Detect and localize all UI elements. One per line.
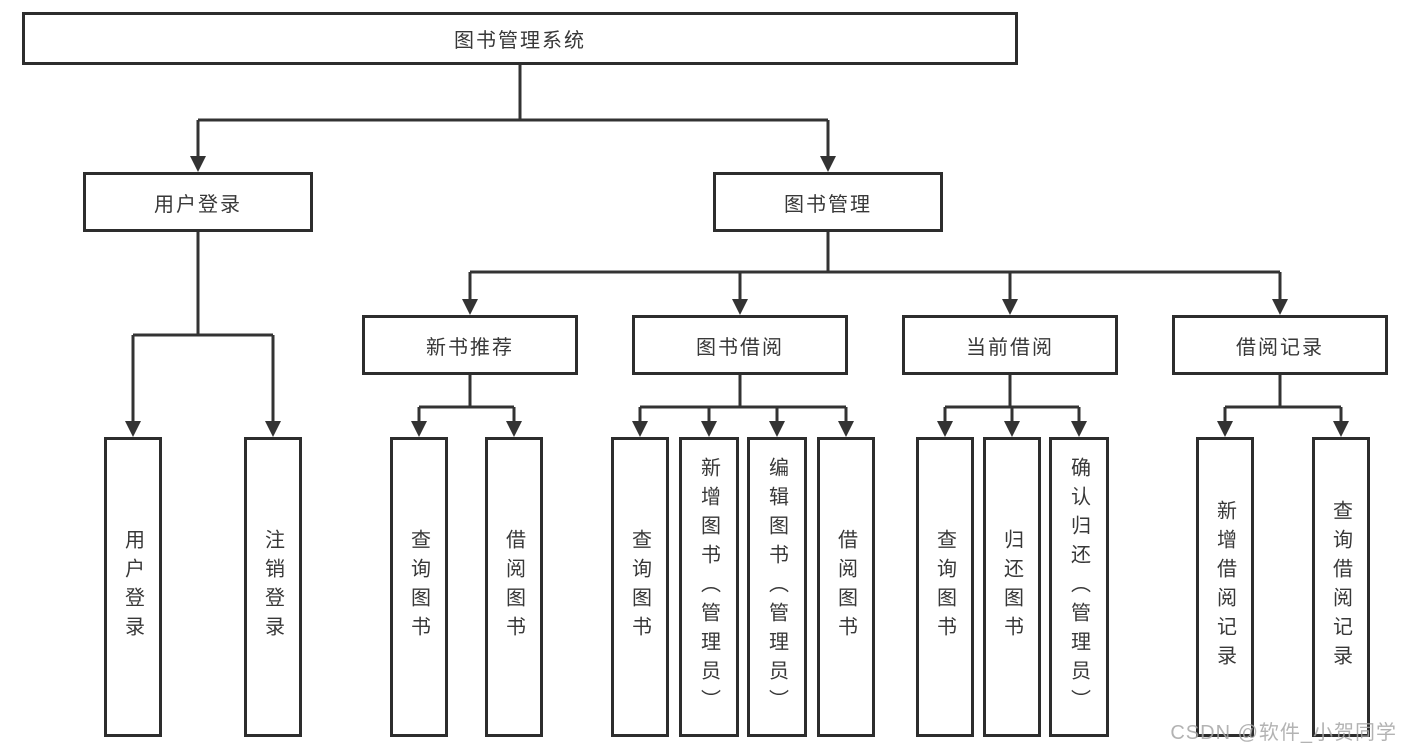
leaf-label: 借阅图书: [834, 529, 857, 645]
leaf-label: 新增图书（管理员）: [697, 456, 720, 718]
arrowhead: [1004, 421, 1020, 437]
arrowhead: [937, 421, 953, 437]
leaf-label: 编辑图书（管理员）: [765, 456, 788, 718]
arrowhead: [769, 421, 785, 437]
leaf-label: 查询借阅记录: [1329, 500, 1352, 674]
node-label: 用户登录: [154, 193, 242, 216]
arrowhead: [838, 421, 854, 437]
arrowhead: [190, 156, 206, 172]
leaf-label: 查询图书: [407, 529, 430, 645]
leaf-borrow-books-recommendation: 借阅图书: [485, 437, 543, 737]
arrowhead: [1333, 421, 1349, 437]
node-label: 图书管理: [784, 193, 872, 216]
leaf-query-books-current: 查询图书: [916, 437, 974, 737]
leaf-edit-books-admin: 编辑图书（管理员）: [747, 437, 807, 737]
arrowhead: [462, 299, 478, 315]
arrowhead: [506, 421, 522, 437]
arrowhead: [1217, 421, 1233, 437]
arrowhead: [265, 421, 281, 437]
node-label: 图书管理系统: [454, 30, 586, 52]
arrowhead: [1002, 299, 1018, 315]
node-user-login: 用户登录: [83, 172, 313, 232]
arrowhead: [411, 421, 427, 437]
watermark: CSDN @软件_小贺同学: [1170, 722, 1397, 744]
leaf-borrow-books: 借阅图书: [817, 437, 875, 737]
node-label: 图书借阅: [696, 336, 784, 359]
arrowhead: [1272, 299, 1288, 315]
leaf-query-books-borrowing: 查询图书: [611, 437, 669, 737]
node-book-management: 图书管理: [713, 172, 943, 232]
leaf-label: 借阅图书: [502, 529, 525, 645]
node-label: 当前借阅: [966, 336, 1054, 359]
leaf-return-books: 归还图书: [983, 437, 1041, 737]
leaf-label: 确认归还（管理员）: [1067, 456, 1090, 718]
arrowhead: [701, 421, 717, 437]
node-library-management-system: 图书管理系统: [22, 12, 1018, 65]
arrowhead: [732, 299, 748, 315]
leaf-label: 注销登录: [261, 529, 284, 645]
node-borrowing-records: 借阅记录: [1172, 315, 1388, 375]
node-book-borrowing: 图书借阅: [632, 315, 848, 375]
leaf-confirm-return-admin: 确认归还（管理员）: [1049, 437, 1109, 737]
leaf-label: 查询图书: [933, 529, 956, 645]
arrowhead: [125, 421, 141, 437]
node-current-borrowing: 当前借阅: [902, 315, 1118, 375]
leaf-add-borrow-record: 新增借阅记录: [1196, 437, 1254, 737]
node-label: 新书推荐: [426, 336, 514, 359]
leaf-label: 归还图书: [1000, 529, 1023, 645]
arrowhead: [1071, 421, 1087, 437]
leaf-query-borrow-record: 查询借阅记录: [1312, 437, 1370, 737]
node-new-book-recommendation: 新书推荐: [362, 315, 578, 375]
node-label: 借阅记录: [1236, 336, 1324, 359]
leaf-label: 新增借阅记录: [1213, 500, 1236, 674]
leaf-query-books-recommendation: 查询图书: [390, 437, 448, 737]
leaf-user-login: 用户登录: [104, 437, 162, 737]
tree-edges: [131, 65, 1343, 422]
leaf-label: 用户登录: [121, 529, 144, 645]
leaf-label: 查询图书: [628, 529, 651, 645]
leaf-logout: 注销登录: [244, 437, 302, 737]
leaf-add-books-admin: 新增图书（管理员）: [679, 437, 739, 737]
arrowhead: [632, 421, 648, 437]
arrowhead: [820, 156, 836, 172]
